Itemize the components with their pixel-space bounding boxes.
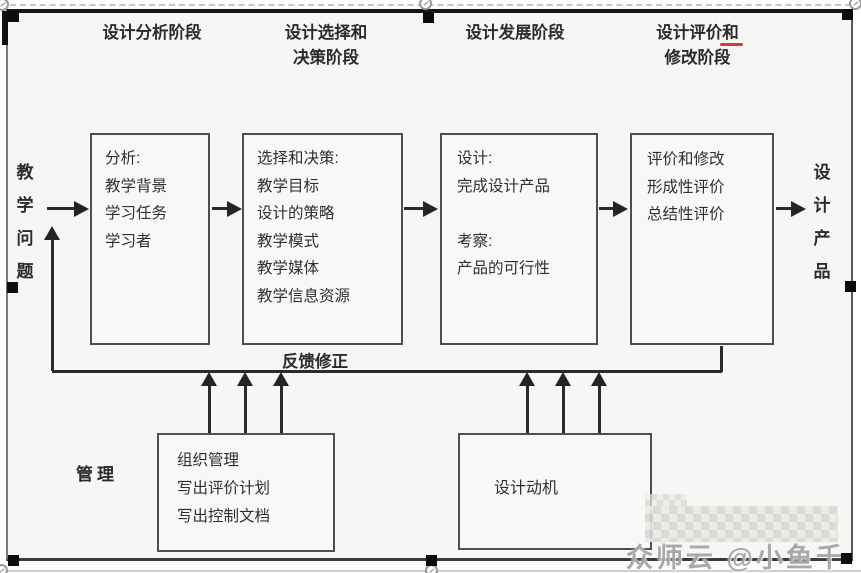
arrowhead-up-icon <box>273 372 289 386</box>
resize-handle-bottom-left[interactable] <box>8 555 19 566</box>
support-box-management: 组织管理 写出评价计划 写出控制文档 <box>157 433 335 552</box>
phase-header-development: 设计发展阶段 <box>465 24 565 42</box>
boundary-marker-icon <box>0 0 9 11</box>
arrowhead-up-icon <box>237 372 253 386</box>
arrow-motivation-up-2 <box>562 386 565 433</box>
pixelated-blur-patch <box>645 506 838 542</box>
arrowhead-up-icon <box>555 372 571 386</box>
stage-box-selection-decision: 选择和决策: 教学目标 设计的策略 教学模式 教学媒体 教学信息资源 <box>242 133 403 345</box>
resize-handle-bottom-right[interactable] <box>841 553 852 564</box>
feedback-return-line <box>51 240 54 371</box>
feedback-horizontal-line <box>52 370 722 373</box>
support-box-motivation-text: 设计动机 <box>494 480 559 497</box>
stage-box-analysis-text: 分析: 教学背景 学习任务 学习者 <box>105 150 168 250</box>
stage-box-analysis: 分析: 教学背景 学习任务 学习者 <box>90 133 210 345</box>
input-label-teaching-problem: 教学问题 <box>16 163 34 281</box>
arrowhead-right-icon <box>613 201 628 217</box>
stage-box-design: 设计: 完成设计产品 考察: 产品的可行性 <box>440 133 598 345</box>
phase-header-analysis: 设计分析阶段 <box>102 24 202 42</box>
stage-box-selection-text: 选择和决策: 教学目标 设计的策略 教学模式 教学媒体 教学信息资源 <box>257 150 351 305</box>
arrowhead-up-icon <box>44 226 60 240</box>
arrow-management-up-2 <box>244 386 247 433</box>
boundary-marker-icon <box>0 564 8 573</box>
feedback-label: 反馈修正 <box>282 353 348 371</box>
phase-header-selection: 设计选择和 决策阶段 <box>284 24 368 67</box>
stage-box-evaluation-text: 评价和修改 形成性评价 总结性评价 <box>647 151 725 223</box>
arrow-management-up-1 <box>208 386 211 433</box>
arrow-motivation-up-1 <box>526 386 529 433</box>
pixelated-blur-patch <box>645 494 687 508</box>
resize-handle-top-left[interactable] <box>8 11 19 22</box>
resize-handle-top-right[interactable] <box>842 9 853 20</box>
arrow-input-to-analysis <box>47 207 76 210</box>
management-label: 管理 <box>76 465 118 484</box>
stage-box-design-text: 设计: 完成设计产品 考察: 产品的可行性 <box>457 150 551 277</box>
arrowhead-right-icon <box>227 201 242 217</box>
resize-handle-bottom-center[interactable] <box>426 555 437 566</box>
arrowhead-right-icon <box>74 201 89 217</box>
support-box-management-text: 组织管理 写出评价计划 写出控制文档 <box>177 452 271 525</box>
boundary-marker-icon <box>419 0 432 10</box>
arrowhead-up-icon <box>519 372 535 386</box>
arrowhead-up-icon <box>591 372 607 386</box>
arrow-analysis-to-selection <box>212 207 229 210</box>
feedback-drop-line <box>720 346 723 372</box>
selection-edge-mark <box>2 11 8 45</box>
resize-handle-middle-right[interactable] <box>845 281 856 292</box>
stage-box-evaluation-modification: 评价和修改 形成性评价 总结性评价 <box>630 133 774 345</box>
resize-handle-middle-left[interactable] <box>7 282 18 293</box>
arrow-selection-to-design <box>404 207 424 210</box>
arrowhead-right-icon <box>423 201 438 217</box>
support-box-design-motivation: 设计动机 <box>458 433 652 550</box>
arrow-motivation-up-3 <box>598 386 601 433</box>
spellcheck-underline <box>720 43 743 46</box>
arrow-evaluation-to-output <box>776 207 792 210</box>
arrow-design-to-evaluation <box>599 207 614 210</box>
arrowhead-up-icon <box>201 372 217 386</box>
resize-handle-top-center[interactable] <box>423 12 434 23</box>
phase-header-evaluation: 设计评价和 修改阶段 <box>656 24 739 67</box>
output-label-design-product: 设计产品 <box>813 163 831 281</box>
flowchart-image-frame[interactable] <box>6 9 853 561</box>
arrow-management-up-3 <box>280 386 283 433</box>
arrowhead-right-icon <box>791 201 806 217</box>
watermark-text: 众师云 @小鱼千 <box>626 543 846 573</box>
